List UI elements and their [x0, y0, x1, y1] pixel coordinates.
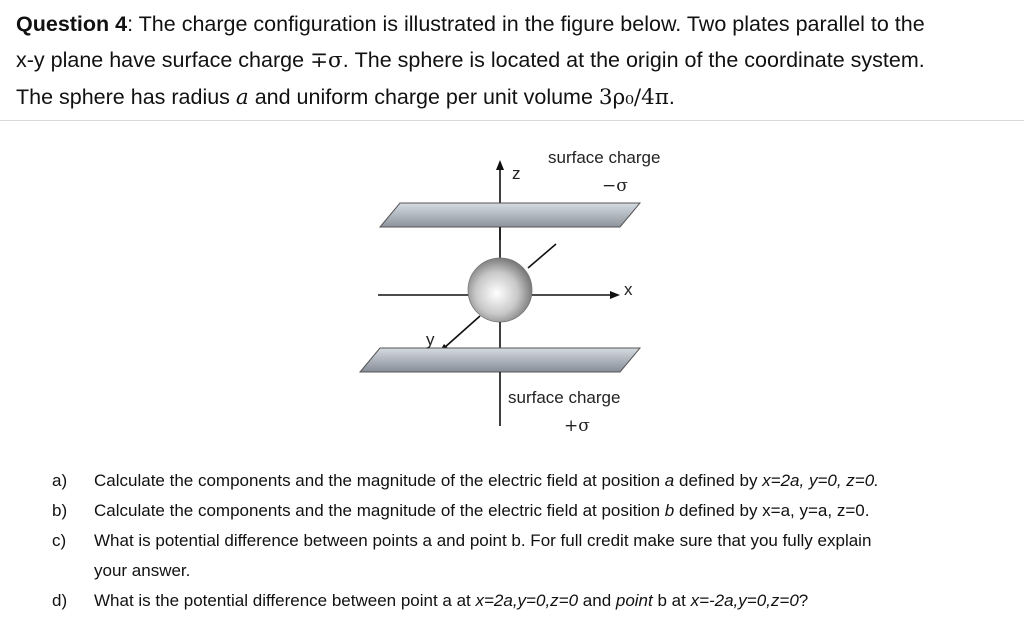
charge-density-expression: 3ρ₀/4π	[598, 85, 669, 110]
part-letter: d)	[52, 591, 68, 610]
question-line-3: The sphere has radius a and uniform char…	[16, 79, 1016, 116]
top-plate-label: surface charge	[548, 148, 661, 167]
question-label: Question 4	[16, 12, 128, 36]
y-axis-upper	[527, 243, 557, 269]
part-letter: c)	[52, 531, 67, 550]
question-header: Question 4: The charge configuration is …	[0, 6, 1024, 121]
z-axis-label: z	[512, 164, 521, 183]
x-axis-arrowhead	[610, 291, 620, 299]
question-line-2: x-y plane have surface charge ∓σ. The sp…	[16, 42, 1016, 79]
part-c-text-2: your answer.	[94, 561, 191, 580]
question-text-3a: The sphere has radius	[16, 85, 236, 109]
y-axis-label: y	[426, 330, 435, 349]
part-a-text-1: Calculate the components and the magnitu…	[94, 471, 665, 490]
part-b-text-1: Calculate the components and the magnitu…	[94, 501, 665, 520]
question-colon: :	[127, 12, 134, 36]
part-b-text-2: defined by x=a, y=a, z=0.	[674, 501, 870, 520]
part-a-text-2: defined by	[674, 471, 763, 490]
part-text: Calculate the components and the magnitu…	[94, 466, 879, 496]
part-d-point-word: point	[615, 591, 653, 610]
mp-sigma-symbol: ∓σ	[310, 48, 343, 73]
charged-sphere	[467, 257, 533, 323]
question-line-1: Question 4: The charge configuration is …	[16, 6, 1016, 42]
z-axis-arrowhead	[496, 160, 504, 170]
part-a: a) Calculate the components and the magn…	[52, 466, 1012, 496]
part-d-text-4: ?	[798, 591, 809, 610]
part-a-coordinates: x=2a, y=0, z=0.	[762, 471, 879, 490]
part-text: What is the potential difference between…	[94, 586, 808, 616]
bottom-plate	[358, 347, 642, 373]
charge-configuration-figure: surface charge −σ z x y surface charge +…	[340, 140, 700, 440]
part-d: d) What is the potential difference betw…	[52, 586, 1012, 616]
figure-drawing	[358, 160, 642, 426]
question-text-2b: . The sphere is located at the origin of…	[342, 48, 925, 72]
bottom-plate-label: surface charge	[508, 388, 621, 407]
part-letter: a)	[52, 471, 68, 490]
top-plate-sigma: −σ	[602, 176, 628, 196]
part-c: c) What is potential difference between …	[52, 526, 1012, 586]
top-plate	[378, 202, 642, 228]
question-text-3b: and uniform charge per unit volume	[248, 85, 599, 109]
header-divider	[0, 120, 1024, 121]
y-axis-lower	[443, 315, 481, 349]
question-text-2a: x-y plane have surface charge	[16, 48, 310, 72]
part-text: Calculate the components and the magnitu…	[94, 496, 869, 526]
bottom-plate-sigma: +σ	[564, 416, 590, 436]
part-b-point: b	[664, 501, 675, 520]
part-letter: b)	[52, 501, 68, 520]
question-text-1: The charge configuration is illustrated …	[133, 12, 925, 36]
part-d-point-a-coords: x=2a,y=0,z=0	[475, 591, 579, 610]
part-d-text-2: and	[578, 591, 616, 610]
part-b: b) Calculate the components and the magn…	[52, 496, 1012, 526]
part-d-text-3: b at	[652, 591, 691, 610]
question-parts-list: a) Calculate the components and the magn…	[52, 466, 1012, 616]
part-text: What is potential difference between poi…	[94, 526, 871, 586]
x-axis-label: x	[624, 280, 633, 299]
question-text-3c: .	[668, 85, 675, 109]
part-a-point: a	[664, 471, 675, 490]
part-d-point-b-coords: x=-2a,y=0,z=0	[690, 591, 799, 610]
part-c-text-1: What is potential difference between poi…	[94, 531, 872, 550]
part-d-text-1: What is the potential difference between…	[94, 591, 476, 610]
radius-symbol: a	[235, 85, 249, 110]
